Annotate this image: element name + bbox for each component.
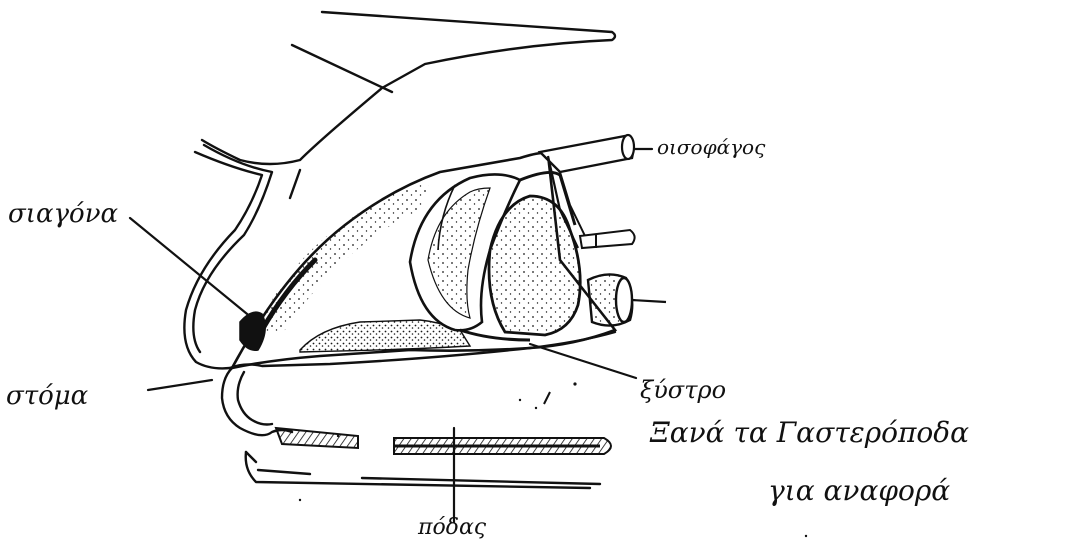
leader-mouth	[148, 380, 212, 390]
foot-sole	[276, 428, 611, 454]
salivary-duct	[580, 230, 635, 248]
stray-marks	[299, 382, 807, 537]
leader-gizzard	[530, 344, 636, 378]
label-mouth: στόμα	[6, 381, 89, 411]
label-jaw: σιαγόνα	[8, 199, 118, 229]
label-foot: πόδας	[417, 515, 487, 540]
radula-sac	[588, 274, 666, 325]
note-line-2: για αναφορά	[768, 474, 950, 507]
label-oesophagus: οισοφάγος	[657, 135, 766, 159]
note-line-1: Ξανά τα Γαστερόποδα	[649, 416, 969, 449]
label-gizzard: ξύστρο	[640, 376, 726, 404]
